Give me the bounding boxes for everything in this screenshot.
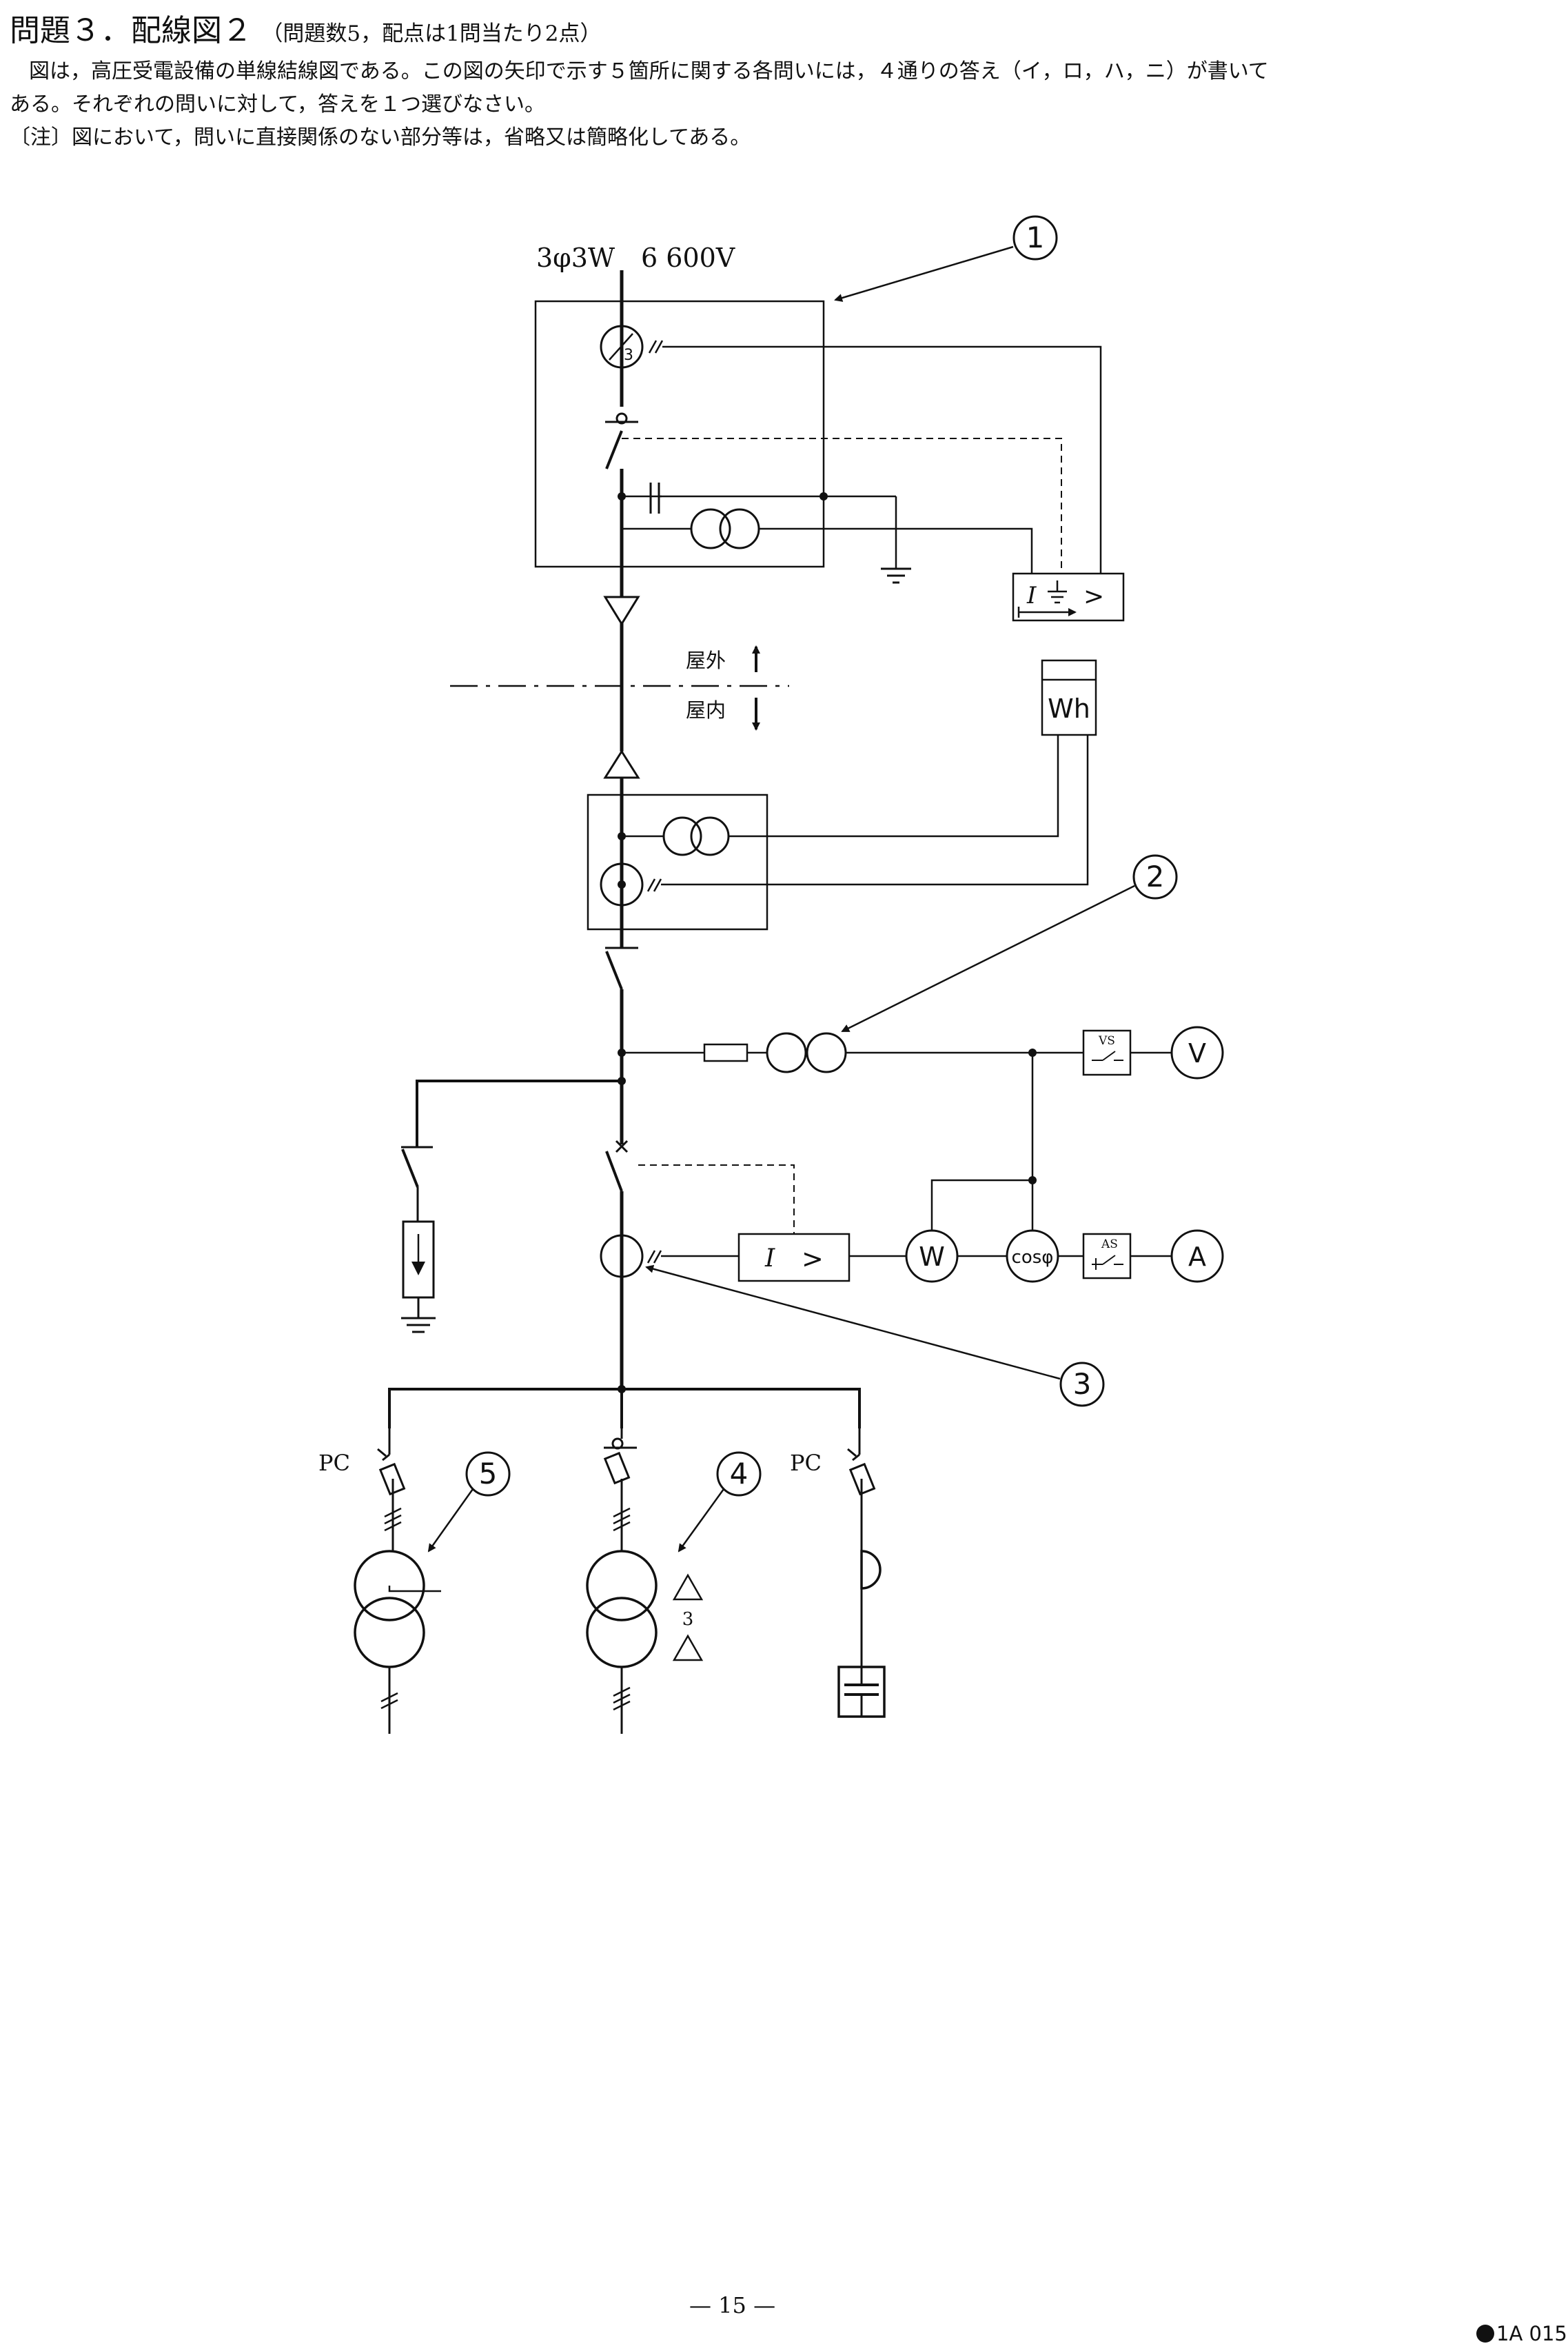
wh-label: Wh <box>1048 694 1090 724</box>
outdoor-label: 屋外 <box>686 649 726 672</box>
indoor-label: 屋内 <box>686 698 726 722</box>
pc-left-fuse <box>378 1462 406 1496</box>
voltmeter-label: V <box>1188 1038 1206 1069</box>
vt-coil-left <box>766 1032 807 1073</box>
instruction-line-1: 図は，高圧受電設備の単線結線図である。この図の矢印で示す５箇所に関する各問いには… <box>29 59 1269 83</box>
svg-text:>: > <box>1083 583 1104 611</box>
vct-box <box>587 793 768 931</box>
outdoor-cubicle-box <box>534 300 825 568</box>
cable-head-indoor <box>603 749 640 779</box>
marker-2-label: 2 <box>1146 860 1165 893</box>
oc-relay-box <box>737 1233 851 1282</box>
pc-right-label: PC <box>790 1450 822 1476</box>
series-reactor <box>860 1550 882 1590</box>
cb-blade <box>605 1151 623 1192</box>
zct-3-label: 3 <box>624 347 633 364</box>
ground-relay-box <box>1012 572 1125 622</box>
transformer-1phase-lower <box>354 1597 425 1668</box>
instruction-line-2: ある。それぞれの問いに対して，答えを１つ選びなさい。 <box>10 92 545 117</box>
transformer-3phase-lower <box>586 1597 658 1668</box>
as-label: AS <box>1101 1237 1118 1251</box>
exam-code-text: 1A 015 <box>1496 2322 1567 2345</box>
question-title: 問題３．配線図２ （問題数5，配点は1問当たり2点） <box>10 10 1554 55</box>
ammeter <box>1170 1229 1224 1283</box>
evt-coil-left <box>690 508 731 549</box>
header: 問題３．配線図２ （問題数5，配点は1問当たり2点） 図は，高圧受電設備の単線結… <box>10 10 1554 154</box>
note-line: 〔注〕図において，問いに直接関係のない部分等は，省略又は簡略化してある。 <box>10 125 751 150</box>
svg-text:I: I <box>764 1244 775 1273</box>
dot-icon <box>1476 2325 1494 2343</box>
pc-left-label: PC <box>318 1450 350 1476</box>
pas-switch-blade <box>605 430 623 469</box>
wh-meter <box>1041 659 1097 736</box>
title-sub: （問題数5，配点は1問当たり2点） <box>261 21 602 46</box>
ammeter-label: A <box>1188 1242 1206 1272</box>
la-ds-blade <box>401 1149 419 1188</box>
voltmeter <box>1170 1026 1224 1080</box>
page-number: — 15 — <box>689 2292 776 2318</box>
marker-1-label: 1 <box>1026 221 1045 254</box>
marker-2 <box>1132 854 1178 900</box>
pf-meter-label: cosφ <box>1012 1247 1054 1268</box>
transformer-3phase-upper <box>586 1550 658 1621</box>
marker-4-label: 4 <box>730 1457 749 1490</box>
delta-symbol-top <box>672 1573 704 1601</box>
lbs-fuse <box>603 1451 631 1485</box>
svg-text:>: > <box>802 1244 824 1274</box>
exam-code: 1A 015 <box>1476 2322 1567 2345</box>
evt-coil-right <box>719 508 760 549</box>
svg-text:I: I <box>1026 582 1037 609</box>
marker-3-label: 3 <box>1073 1367 1092 1401</box>
marker-5 <box>465 1451 511 1497</box>
marker-5-label: 5 <box>479 1457 498 1490</box>
transformer-1phase-upper <box>354 1550 425 1621</box>
cable-head-outdoor <box>603 596 640 626</box>
pc-right-fuse <box>848 1462 876 1496</box>
zct-symbol <box>600 325 644 369</box>
wattmeter-label: W <box>919 1242 945 1272</box>
marker-1 <box>1012 215 1058 261</box>
vs-label: VS <box>1098 1034 1115 1048</box>
ct-symbol <box>600 1234 644 1278</box>
ds-blade <box>605 951 623 990</box>
vt-coil-right <box>806 1032 847 1073</box>
marker-3 <box>1059 1362 1105 1407</box>
title-main: 問題３．配線図２ <box>10 13 252 48</box>
delta-3-label: 3 <box>682 1609 694 1630</box>
vt-fuse <box>703 1043 749 1062</box>
marker-4 <box>716 1451 762 1497</box>
delta-symbol-bottom <box>672 1634 704 1661</box>
supply-label: 3φ3W 6 600V <box>536 243 735 273</box>
